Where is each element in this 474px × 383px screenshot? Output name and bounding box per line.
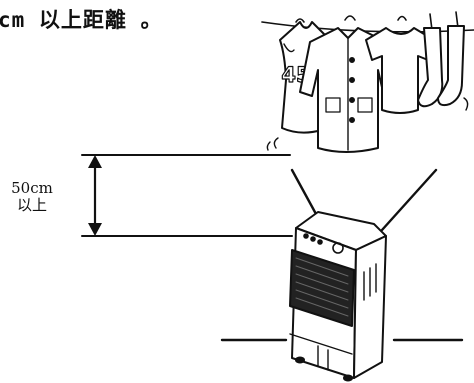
clearance-lines — [220, 168, 464, 342]
dimension-arrow-down — [88, 223, 102, 236]
socks-icon — [417, 11, 469, 111]
instruction-heading: cm 以上距離 。 — [0, 8, 163, 32]
dimension-arrow-up — [88, 155, 102, 168]
distance-value: 50cm — [11, 179, 53, 197]
distance-label: 50cm 以上 — [2, 180, 62, 214]
distance-suffix: 以上 — [16, 196, 47, 214]
tshirt-icon — [365, 15, 435, 114]
dehumidifier-icon — [289, 211, 387, 382]
distance-indicator — [81, 154, 293, 237]
